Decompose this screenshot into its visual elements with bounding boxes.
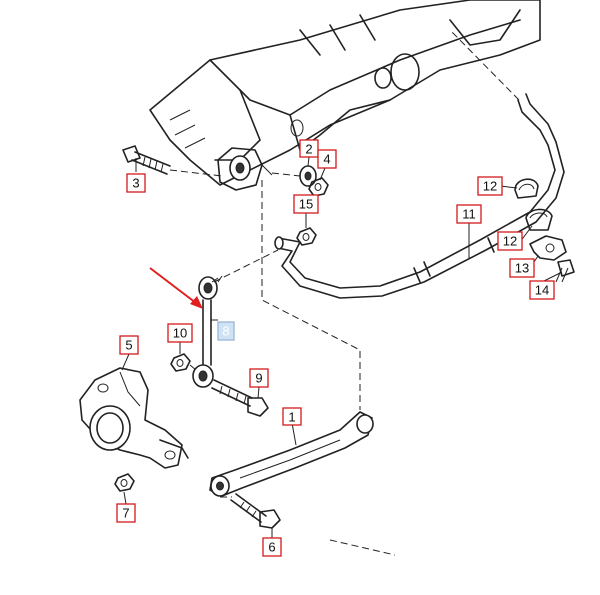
callout-12-lower-label: 12 <box>503 234 517 249</box>
callout-10-label: 10 <box>173 326 187 341</box>
callout-7-label: 7 <box>122 506 129 521</box>
subframe <box>149 0 541 186</box>
callout-6: 6 <box>262 537 282 557</box>
wheel-carrier-part-5 <box>79 367 189 469</box>
callout-1: 1 <box>282 407 302 426</box>
bolt-part-6 <box>230 493 281 529</box>
bolt-part-3 <box>122 145 223 177</box>
callout-2: 2 <box>299 139 319 158</box>
callout-8-highlighted: 8 <box>217 321 235 341</box>
bolt-part-9 <box>211 379 269 417</box>
callout-3-label: 3 <box>132 176 139 191</box>
callout-3: 3 <box>126 173 146 193</box>
callout-12-lower: 12 <box>497 231 523 251</box>
callout-8-label: 8 <box>222 324 229 339</box>
callout-14: 14 <box>529 280 555 300</box>
callout-12-upper: 12 <box>477 176 503 196</box>
indicator-arrow <box>149 267 203 309</box>
callout-1-label: 1 <box>288 410 295 425</box>
callout-9: 9 <box>249 368 269 388</box>
control-arm-part-1 <box>209 411 374 497</box>
callout-15: 15 <box>293 194 319 214</box>
clamp-bracket-part-13 <box>529 235 567 261</box>
callout-11-label: 11 <box>462 207 476 222</box>
nut-part-7 <box>114 473 135 492</box>
leader-lines <box>121 156 563 538</box>
subframe-bushing-mount <box>217 147 273 191</box>
coupling-rod-part-8 <box>192 275 223 388</box>
callout-13-label: 13 <box>515 261 529 276</box>
callout-12-upper-label: 12 <box>483 179 497 194</box>
callout-10: 10 <box>167 323 193 343</box>
bolt-part-14 <box>555 259 575 283</box>
washer-part-2 <box>299 165 317 187</box>
callout-5-label: 5 <box>125 338 132 353</box>
callout-4: 4 <box>317 149 337 169</box>
callout-6-label: 6 <box>268 540 275 555</box>
callout-4-label: 4 <box>323 152 330 167</box>
assembly-guide-lines <box>220 180 396 556</box>
nut-part-10 <box>170 353 191 372</box>
bushing-part-12-lower <box>525 208 553 231</box>
callout-14-label: 14 <box>535 283 549 298</box>
callout-11: 11 <box>456 204 482 224</box>
callout-9-label: 9 <box>255 371 262 386</box>
nut-part-4 <box>308 177 329 197</box>
bushing-part-12-upper <box>514 178 539 199</box>
stabilizer-bar-part-11 <box>274 93 565 299</box>
callout-15-label: 15 <box>299 197 313 212</box>
callout-5: 5 <box>119 335 139 355</box>
callout-2-label: 2 <box>305 142 312 157</box>
callout-7: 7 <box>116 503 136 523</box>
callout-13: 13 <box>509 258 535 278</box>
nut-part-15 <box>296 227 317 246</box>
